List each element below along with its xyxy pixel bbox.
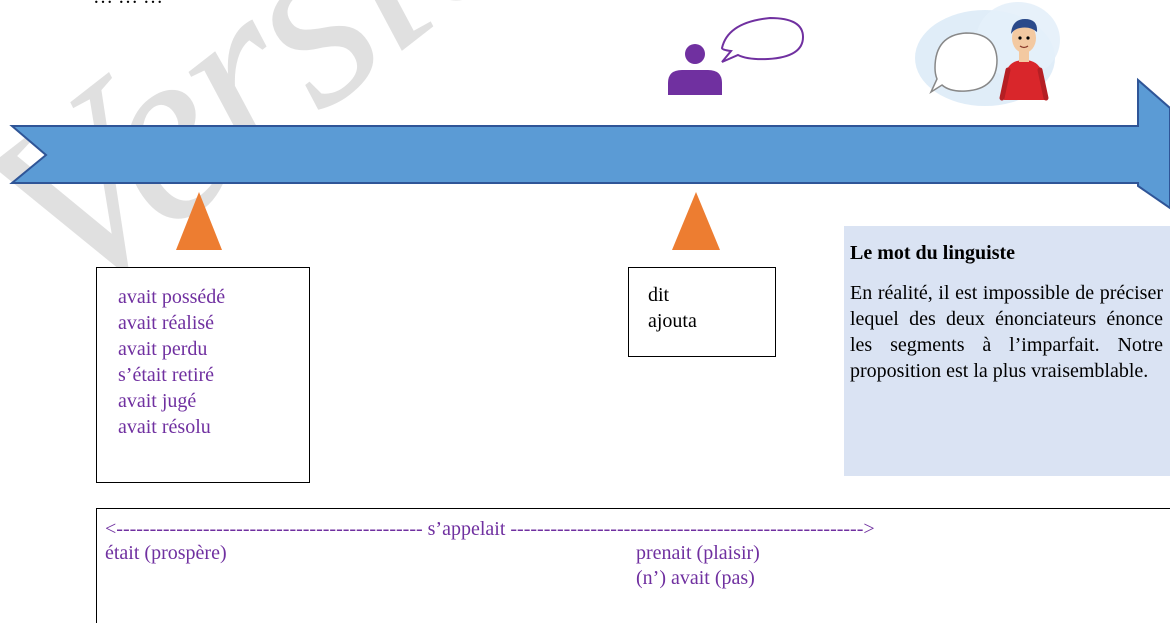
timeline-arrow xyxy=(9,77,1170,210)
past-form-item: avait perdu xyxy=(118,338,208,360)
linguist-note: Le mot du linguiste En réalité, il est i… xyxy=(844,226,1170,476)
past-form-item: avait jugé xyxy=(118,390,197,412)
speech-verbs-box: dit ajouta xyxy=(628,267,776,357)
speech-verb-item: ajouta xyxy=(648,310,697,332)
speaking-person-icon xyxy=(668,16,805,95)
past-form-item: s’était retiré xyxy=(118,364,215,386)
imperfect-item: prenait (plaisir) xyxy=(636,542,760,564)
imperfect-item: était (prospère) xyxy=(105,542,227,564)
top-text-fragment: … … … xyxy=(93,0,163,9)
cartoon-man-speech-bubble-icon xyxy=(915,2,1060,106)
speech-verb-item: dit xyxy=(648,284,670,306)
past-form-item: avait résolu xyxy=(118,416,211,438)
note-text: En réalité, il est impossible de précise… xyxy=(850,282,1163,382)
imperfect-item: (n’) avait (pas) xyxy=(636,567,755,589)
note-title: Le mot du linguiste xyxy=(850,242,1016,264)
past-form-item: avait possédé xyxy=(118,286,226,308)
past-form-item: avait réalisé xyxy=(118,312,215,334)
past-marker-triangle xyxy=(176,192,222,250)
speech-marker-triangle xyxy=(672,192,720,250)
span-line: <---------------------------------------… xyxy=(105,518,875,540)
imperfect-span-frame xyxy=(96,508,1170,623)
past-forms-box: avait possédé avait réalisé avait perdu … xyxy=(96,267,310,483)
